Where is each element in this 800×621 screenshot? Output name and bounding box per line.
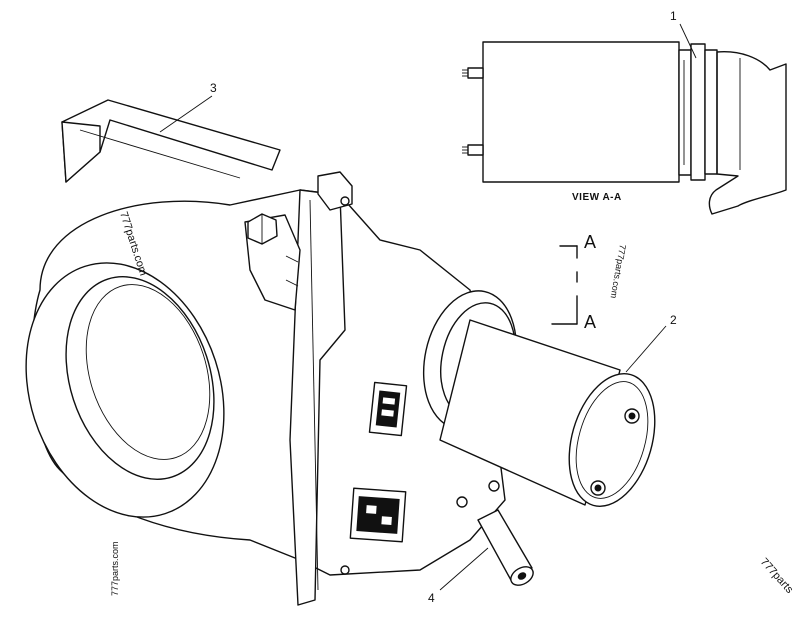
bolt-hole-b [488, 480, 500, 492]
view-terminal-lower [462, 144, 484, 156]
callout-4: 4 [428, 591, 435, 605]
fitting-body [477, 509, 533, 583]
starter-motor: 2 [439, 313, 677, 507]
watermark-center: 777parts.com [609, 244, 628, 299]
view-gasket [678, 49, 692, 176]
watermark-bottom-left: 777parts.com [110, 541, 120, 596]
view-flange [690, 43, 706, 181]
callout-3: 3 [210, 81, 217, 95]
section-marker-a: A A [551, 232, 596, 332]
view-label: VIEW A-A [572, 192, 622, 203]
view-housing [708, 51, 787, 215]
callout-3-leader [159, 95, 213, 133]
mount-plate [289, 189, 346, 606]
main-housing [25, 99, 518, 606]
view-flange-outer [704, 49, 718, 175]
logo-plate-upper [368, 381, 408, 437]
callout-1-leader [679, 23, 697, 59]
callout-4-leader [439, 547, 489, 591]
section-letter-top: A [584, 232, 596, 252]
logo-plate-lower [349, 487, 407, 543]
view-solenoid-body [482, 41, 680, 183]
drain-fitting: 4 [428, 509, 534, 605]
bolt-hole-a [456, 496, 468, 508]
callout-2: 2 [670, 313, 677, 327]
motor-terminal-upper [624, 408, 640, 424]
view-a-a-detail: 1 VIEW A-A [462, 9, 787, 215]
bore-inner-ring [65, 276, 215, 480]
motor-terminal-lower [590, 480, 606, 496]
callout-1: 1 [670, 9, 677, 23]
watermark-corner: 777parts [758, 556, 796, 596]
bolt-hole-c [340, 565, 350, 575]
view-terminal-upper [462, 67, 484, 79]
callout-2-leader [625, 325, 667, 373]
section-letter-bottom: A [584, 312, 596, 332]
